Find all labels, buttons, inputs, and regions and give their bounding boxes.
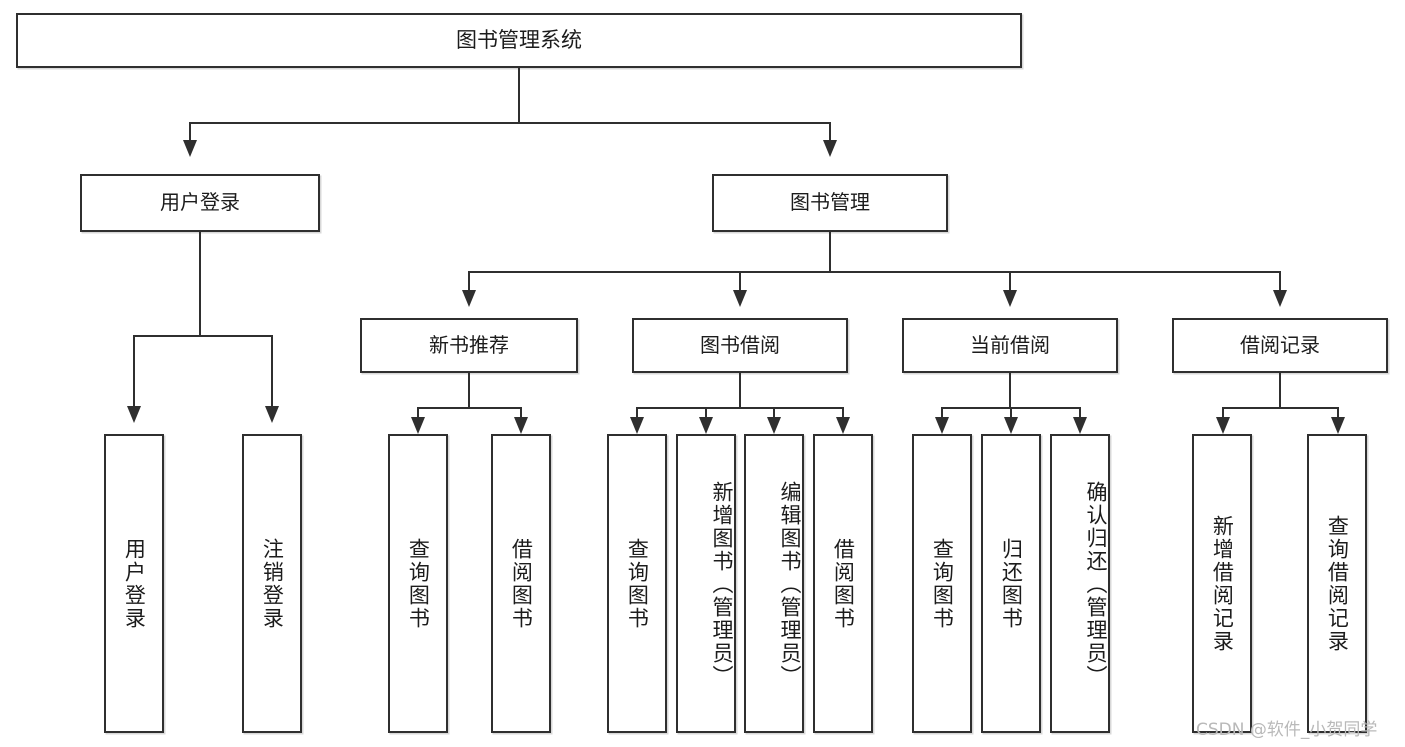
connector-book-borrow-leaf4 bbox=[842, 407, 844, 421]
arrowhead-to-current-borrow bbox=[1003, 290, 1017, 307]
node-label: 查询图书 bbox=[406, 537, 431, 630]
node-module-book-borrow[interactable]: 图书借阅 bbox=[632, 318, 848, 373]
node-module-new-book-recommend[interactable]: 新书推荐 bbox=[360, 318, 578, 373]
node-label: 借阅图书 bbox=[831, 537, 856, 630]
node-label: 用户登录 bbox=[122, 537, 147, 630]
connector-to-user-login bbox=[189, 122, 191, 144]
connector-current-borrow-leaf2 bbox=[1010, 407, 1012, 421]
connector-new-book-bar bbox=[417, 407, 522, 409]
node-module-borrow-record[interactable]: 借阅记录 bbox=[1172, 318, 1388, 373]
connector-book-borrow-bar bbox=[636, 407, 844, 409]
connector-user-login-leaf1 bbox=[133, 335, 135, 410]
node-label: 注销登录 bbox=[260, 537, 285, 630]
leaf-user-logout[interactable]: 注销登录 bbox=[242, 434, 302, 733]
node-label: 新书推荐 bbox=[429, 332, 509, 357]
node-label: 查询图书 bbox=[930, 537, 955, 630]
arrowhead-current-borrow-leaf1 bbox=[935, 417, 949, 434]
arrowhead-to-book-manage bbox=[823, 140, 837, 157]
connector-user-login-stem bbox=[199, 232, 201, 336]
leaf-record-query-record[interactable]: 查询借阅记录 bbox=[1307, 434, 1367, 733]
leaf-borrow-borrow-book[interactable]: 借阅图书 bbox=[813, 434, 873, 733]
node-label: 用户登录 bbox=[160, 190, 240, 215]
node-label: 图书借阅 bbox=[700, 332, 780, 357]
connector-current-borrow-leaf3 bbox=[1079, 407, 1081, 421]
node-label: 新增借阅记录 bbox=[1210, 514, 1235, 653]
connector-book-borrow-leaf3 bbox=[773, 407, 775, 421]
connector-borrow-record-leaf2 bbox=[1337, 407, 1339, 421]
connector-current-borrow-leaf1 bbox=[941, 407, 943, 421]
connector-level1-bar bbox=[189, 122, 831, 124]
leaf-recommend-query-book[interactable]: 查询图书 bbox=[388, 434, 448, 733]
connector-to-borrow-record bbox=[1279, 271, 1281, 293]
connector-root-stem bbox=[518, 68, 520, 123]
connector-book-borrow-leaf1 bbox=[636, 407, 638, 421]
node-label: 当前借阅 bbox=[970, 332, 1050, 357]
connector-to-book-borrow bbox=[739, 271, 741, 293]
leaf-borrow-add-book-admin[interactable]: 新增图书（管理员） bbox=[676, 434, 736, 733]
leaf-current-query-book[interactable]: 查询图书 bbox=[912, 434, 972, 733]
arrowhead-book-borrow-leaf2 bbox=[699, 417, 713, 434]
connector-to-new-book bbox=[468, 271, 470, 293]
connector-borrow-record-stem bbox=[1279, 373, 1281, 409]
node-module-current-borrow[interactable]: 当前借阅 bbox=[902, 318, 1118, 373]
leaf-record-add-record[interactable]: 新增借阅记录 bbox=[1192, 434, 1252, 733]
leaf-borrow-query-book[interactable]: 查询图书 bbox=[607, 434, 667, 733]
connector-user-login-bar bbox=[133, 335, 273, 337]
arrowhead-current-borrow-leaf2 bbox=[1004, 417, 1018, 434]
connector-new-book-leaf1 bbox=[417, 407, 419, 421]
leaf-user-login[interactable]: 用户登录 bbox=[104, 434, 164, 733]
connector-borrow-record-leaf1 bbox=[1222, 407, 1224, 421]
connector-user-login-leaf2 bbox=[271, 335, 273, 410]
node-label: 归还图书 bbox=[999, 537, 1024, 630]
connector-borrow-record-bar bbox=[1222, 407, 1339, 409]
arrowhead-user-login-leaf2 bbox=[265, 406, 279, 423]
arrowhead-new-book-leaf2 bbox=[514, 417, 528, 434]
arrowhead-current-borrow-leaf3 bbox=[1073, 417, 1087, 434]
node-label: 新增图书（管理员） bbox=[710, 481, 734, 688]
node-label: 查询图书 bbox=[625, 537, 650, 630]
leaf-current-return-book[interactable]: 归还图书 bbox=[981, 434, 1041, 733]
connector-new-book-leaf2 bbox=[520, 407, 522, 421]
leaf-borrow-edit-book-admin[interactable]: 编辑图书（管理员） bbox=[744, 434, 804, 733]
arrowhead-book-borrow-leaf1 bbox=[630, 417, 644, 434]
connector-current-borrow-stem bbox=[1009, 373, 1011, 409]
node-label: 借阅记录 bbox=[1240, 332, 1320, 357]
node-branch-user-login[interactable]: 用户登录 bbox=[80, 174, 320, 232]
leaf-current-confirm-return-admin[interactable]: 确认归还（管理员） bbox=[1050, 434, 1110, 733]
node-label: 查询借阅记录 bbox=[1325, 514, 1350, 653]
connector-book-borrow-leaf2 bbox=[705, 407, 707, 421]
arrowhead-to-user-login bbox=[183, 140, 197, 157]
arrowhead-borrow-record-leaf1 bbox=[1216, 417, 1230, 434]
leaf-recommend-borrow-book[interactable]: 借阅图书 bbox=[491, 434, 551, 733]
connector-new-book-stem bbox=[468, 373, 470, 409]
arrowhead-to-new-book bbox=[462, 290, 476, 307]
connector-book-borrow-stem bbox=[739, 373, 741, 409]
connector-level3-bar bbox=[468, 271, 1280, 273]
arrowhead-borrow-record-leaf2 bbox=[1331, 417, 1345, 434]
connector-to-book-manage bbox=[829, 122, 831, 144]
arrowhead-new-book-leaf1 bbox=[411, 417, 425, 434]
arrowhead-to-borrow-record bbox=[1273, 290, 1287, 307]
node-label: 图书管理 bbox=[790, 190, 870, 215]
arrowhead-book-borrow-leaf4 bbox=[836, 417, 850, 434]
arrowhead-book-borrow-leaf3 bbox=[767, 417, 781, 434]
node-label: 确认归还（管理员） bbox=[1084, 481, 1108, 688]
node-branch-book-manage[interactable]: 图书管理 bbox=[712, 174, 948, 232]
connector-to-current-borrow bbox=[1009, 271, 1011, 293]
node-label: 图书管理系统 bbox=[456, 28, 582, 53]
arrowhead-to-book-borrow bbox=[733, 290, 747, 307]
connector-book-manage-stem bbox=[829, 232, 831, 272]
arrowhead-user-login-leaf1 bbox=[127, 406, 141, 423]
node-label: 借阅图书 bbox=[509, 537, 534, 630]
node-label: 编辑图书（管理员） bbox=[778, 481, 802, 688]
node-root-system[interactable]: 图书管理系统 bbox=[16, 13, 1022, 68]
